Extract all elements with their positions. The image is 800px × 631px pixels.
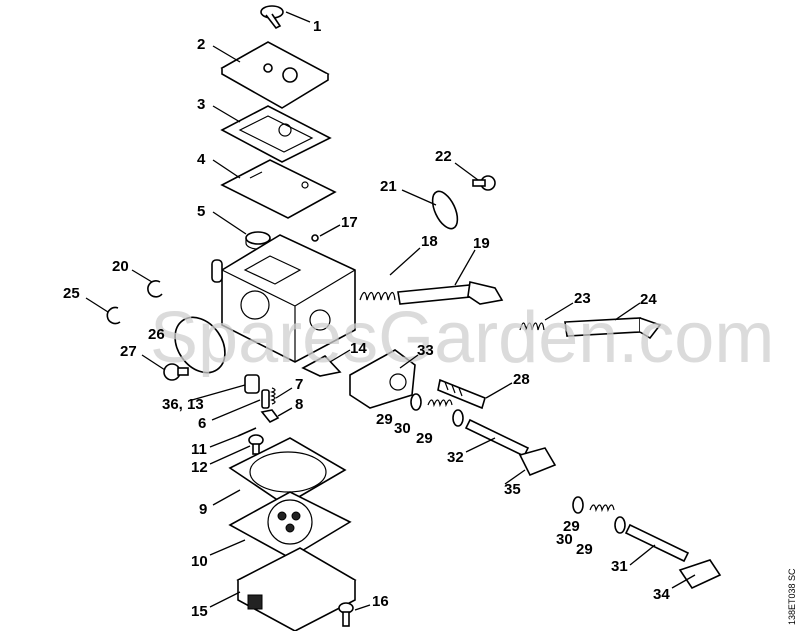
- screw-1: [260, 5, 284, 30]
- throttle-shaft-19: [397, 281, 504, 305]
- label-5: 5: [197, 203, 205, 220]
- label-29-c: 29: [563, 518, 580, 535]
- label-15: 15: [191, 603, 208, 620]
- lever-34: [678, 559, 722, 590]
- drawing-code: 138ET038 SC: [787, 568, 797, 625]
- label-24: 24: [640, 291, 657, 308]
- label-28: 28: [513, 371, 530, 388]
- screw-12: [248, 434, 264, 455]
- valve-26: [174, 316, 226, 374]
- label-1: 1: [313, 18, 321, 35]
- e-clip-25: [106, 306, 121, 325]
- ball-17: [311, 234, 319, 242]
- watermark: SparesGarden.com: [150, 298, 774, 378]
- label-10: 10: [191, 553, 208, 570]
- washer-21: [431, 190, 459, 230]
- label-26: 26: [148, 326, 165, 343]
- pump-cover-15: [236, 547, 357, 631]
- seals-springs-lower: [572, 496, 626, 534]
- label-2: 2: [197, 36, 205, 53]
- label-33: 33: [417, 342, 434, 359]
- label-27: 27: [120, 343, 137, 360]
- label-17: 17: [341, 214, 358, 231]
- screw-27: [163, 363, 189, 381]
- screw-16: [338, 602, 354, 627]
- label-29-a: 29: [376, 411, 393, 428]
- seals-springs-upper: [410, 393, 464, 427]
- needle-32: [464, 418, 530, 458]
- label-18: 18: [421, 233, 438, 250]
- label-3: 3: [197, 96, 205, 113]
- gasket-4: [220, 159, 337, 219]
- label-34: 34: [653, 586, 670, 603]
- housing-33: [349, 349, 416, 409]
- carburetor-body: [211, 234, 356, 363]
- label-8: 8: [295, 396, 303, 413]
- triangle-plate-14: [301, 355, 342, 377]
- screw-22: [472, 175, 496, 191]
- leader-lines: [85, 11, 696, 611]
- label-35: 35: [504, 481, 521, 498]
- label-7: 7: [295, 376, 303, 393]
- label-30-a: 30: [394, 420, 411, 437]
- label-23: 23: [574, 290, 591, 307]
- spring-18: [359, 291, 396, 301]
- label-16: 16: [372, 593, 389, 610]
- lever-8: [260, 409, 280, 424]
- parts: [106, 5, 722, 631]
- label-31: 31: [611, 558, 628, 575]
- label-6: 6: [198, 415, 206, 432]
- label-30-b: 30: [556, 531, 573, 548]
- adjusting-screw-28: [437, 378, 486, 410]
- gasket-9: [228, 437, 347, 506]
- label-32: 32: [447, 449, 464, 466]
- lever-35: [518, 447, 557, 477]
- pin-11: [237, 427, 257, 437]
- part-labels: 1 2 3 4 5 17 22 21 20 18 19 25 23 24 26 …: [63, 18, 670, 620]
- label-4: 4: [197, 151, 206, 168]
- label-25: 25: [63, 285, 80, 302]
- label-22: 22: [435, 148, 452, 165]
- pump-diaphragm-10: [228, 491, 352, 559]
- plug-36-13: [244, 374, 260, 394]
- label-21: 21: [380, 178, 397, 195]
- spring-7: [270, 387, 276, 405]
- label-19: 19: [473, 235, 490, 252]
- diaphragm-3: [220, 105, 332, 163]
- label-9: 9: [199, 501, 207, 518]
- label-11: 11: [191, 441, 207, 458]
- label-14: 14: [350, 340, 367, 357]
- spring-23: [519, 322, 545, 331]
- label-12: 12: [191, 459, 208, 476]
- e-clip-20: [147, 280, 163, 298]
- label-29-d: 29: [576, 541, 593, 558]
- needle-31: [624, 523, 690, 563]
- label-36-13: 36, 13: [162, 396, 204, 413]
- cover-plate-2: [220, 41, 330, 109]
- label-29-b: 29: [416, 430, 433, 447]
- label-20: 20: [112, 258, 129, 275]
- valve-needle-6: [261, 389, 270, 409]
